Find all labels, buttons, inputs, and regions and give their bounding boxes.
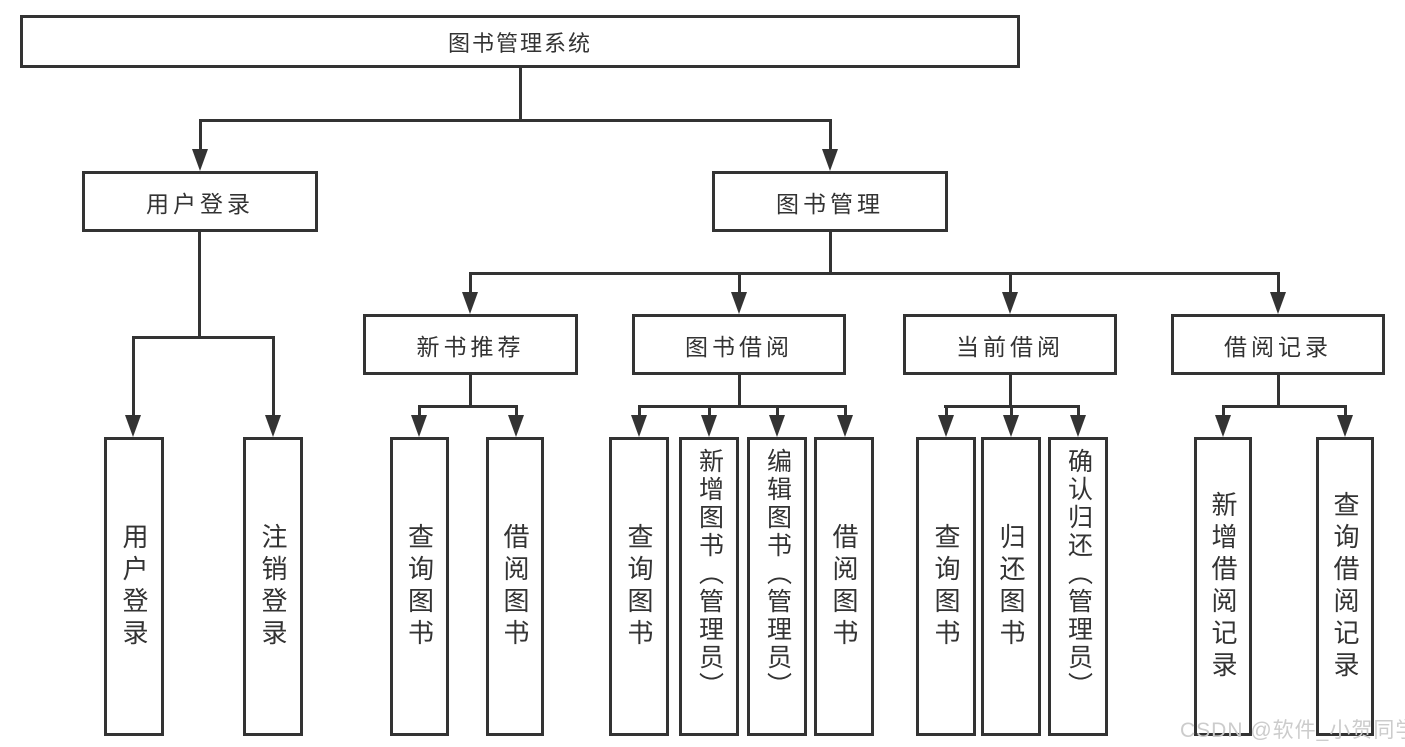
leaf-label: 编辑图书（管理员） [763,448,792,700]
connector-drop [469,272,472,296]
arrowhead-down-icon [1215,415,1231,437]
leaf-label: 用户登录 [119,522,149,651]
leaf-label: 确认归还（管理员） [1064,448,1093,700]
connector-stem [1009,375,1012,408]
arrowhead-down-icon [837,415,853,437]
arrowhead-down-icon [938,415,954,437]
leaf-borrow-books: 借阅图书 [814,437,874,736]
leaf-add-borrow-record: 新增借阅记录 [1194,437,1252,736]
leaf-label: 查询图书 [624,522,654,651]
node-current-borrow: 当前借阅 [903,314,1117,375]
leaf-query-books-borrow: 查询图书 [609,437,669,736]
leaf-label: 借阅图书 [500,522,530,651]
connector-drop [1009,272,1012,296]
leaf-logout: 注销登录 [243,437,303,736]
leaf-label: 借阅图书 [829,522,859,651]
connector-drop [418,405,421,419]
connector-drop [844,405,847,419]
leaf-confirm-return-admin: 确认归还（管理员） [1048,437,1108,736]
leaf-label: 查询图书 [931,522,961,651]
leaf-edit-books-admin: 编辑图书（管理员） [747,437,807,736]
leaf-label: 注销登录 [258,522,288,651]
connector-bar [1222,405,1347,408]
connector-stem [469,375,472,408]
node-user-login: 用户登录 [82,171,318,232]
arrowhead-down-icon [411,415,427,437]
connector-drop [1277,272,1280,296]
connector-stem [519,68,522,122]
leaf-label: 新增借阅记录 [1208,490,1238,683]
connector-stem [198,232,201,339]
connector-drop [1344,405,1347,419]
leaf-label: 查询借阅记录 [1330,490,1360,683]
arrowhead-down-icon [701,415,717,437]
leaf-query-borrow-record: 查询借阅记录 [1316,437,1374,736]
arrowhead-down-icon [462,292,478,314]
arrowhead-down-icon [125,415,141,437]
leaf-add-books-admin: 新增图书（管理员） [679,437,739,736]
connector-drop [199,119,202,153]
arrowhead-down-icon [631,415,647,437]
connector-drop [1222,405,1225,419]
watermark: CSDN @软件_小贺同学 [1180,719,1405,742]
arrowhead-down-icon [731,292,747,314]
arrowhead-down-icon [508,415,524,437]
node-new-book-recommend: 新书推荐 [363,314,578,375]
connector-stem [738,375,741,408]
arrowhead-down-icon [265,415,281,437]
connector-bar [638,405,846,408]
leaf-query-books-recommend: 查询图书 [390,437,449,736]
node-book-management: 图书管理 [712,171,948,232]
leaf-query-books-current: 查询图书 [916,437,976,736]
node-root-library-system: 图书管理系统 [20,15,1020,68]
connector-drop [708,405,711,419]
arrowhead-down-icon [769,415,785,437]
arrowhead-down-icon [1002,292,1018,314]
connector-bar [469,272,1279,275]
connector-drop [776,405,779,419]
connector-drop [1010,405,1013,419]
connector-stem [829,232,832,275]
node-borrow-records: 借阅记录 [1171,314,1385,375]
leaf-user-login: 用户登录 [104,437,164,736]
connector-drop [738,272,741,296]
arrowhead-down-icon [822,149,838,171]
leaf-label: 归还图书 [996,522,1026,651]
node-book-borrow: 图书借阅 [632,314,846,375]
connector-drop [945,405,948,419]
leaf-label: 查询图书 [404,522,435,651]
connector-bar [132,336,274,339]
connector-bar [418,405,517,408]
arrowhead-down-icon [1270,292,1286,314]
arrowhead-down-icon [1070,415,1086,437]
leaf-return-books: 归还图书 [981,437,1041,736]
leaf-label: 新增图书（管理员） [695,448,724,700]
connector-drop [515,405,518,419]
arrowhead-down-icon [192,149,208,171]
leaf-borrow-books-recommend: 借阅图书 [486,437,544,736]
connector-bar [199,119,832,122]
connector-drop [638,405,641,419]
connector-drop [829,119,832,153]
connector-drop [132,336,135,419]
connector-stem [1277,375,1280,408]
arrowhead-down-icon [1337,415,1353,437]
connector-drop [1077,405,1080,419]
arrowhead-down-icon [1003,415,1019,437]
connector-drop [272,336,275,419]
